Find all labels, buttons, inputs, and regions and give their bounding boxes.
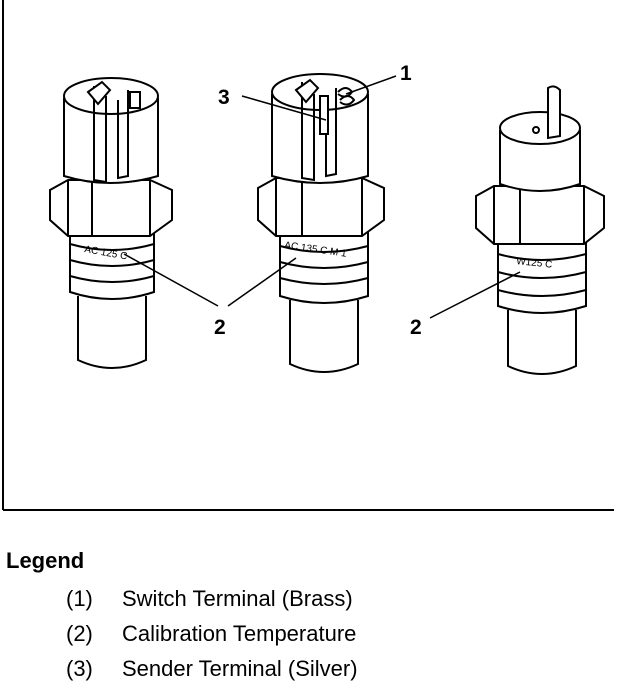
sensor-middle	[257, 73, 385, 373]
legend-item: (3) Sender Terminal (Silver)	[6, 656, 626, 691]
legend-item-number: (2)	[66, 621, 93, 646]
legend-item-number: (3)	[66, 656, 93, 681]
callout-2-right: 2	[410, 316, 422, 339]
sensor-diagram: AC 125 C AC 135 C M 1	[2, 0, 614, 511]
legend-item-number: (1)	[66, 586, 93, 611]
legend-item-label: Sender Terminal (Silver)	[122, 656, 358, 681]
sensor-left	[49, 77, 173, 369]
legend-item-label: Calibration Temperature	[122, 621, 357, 646]
legend-item: (1) Switch Terminal (Brass)	[6, 586, 626, 621]
sensor-right	[475, 85, 605, 375]
legend-item-label: Switch Terminal (Brass)	[122, 586, 353, 611]
legend-title: Legend	[6, 548, 85, 573]
figure-frame	[2, 0, 614, 511]
leader-lines	[123, 75, 521, 319]
callout-2-left: 2	[214, 316, 226, 339]
legend: Legend (1) Switch Terminal (Brass) (2) C…	[6, 548, 626, 691]
callout-3: 3	[218, 86, 230, 109]
callout-1: 1	[400, 62, 412, 85]
sensor-right-stamp: W125 C	[516, 256, 553, 271]
legend-item: (2) Calibration Temperature	[6, 621, 626, 656]
